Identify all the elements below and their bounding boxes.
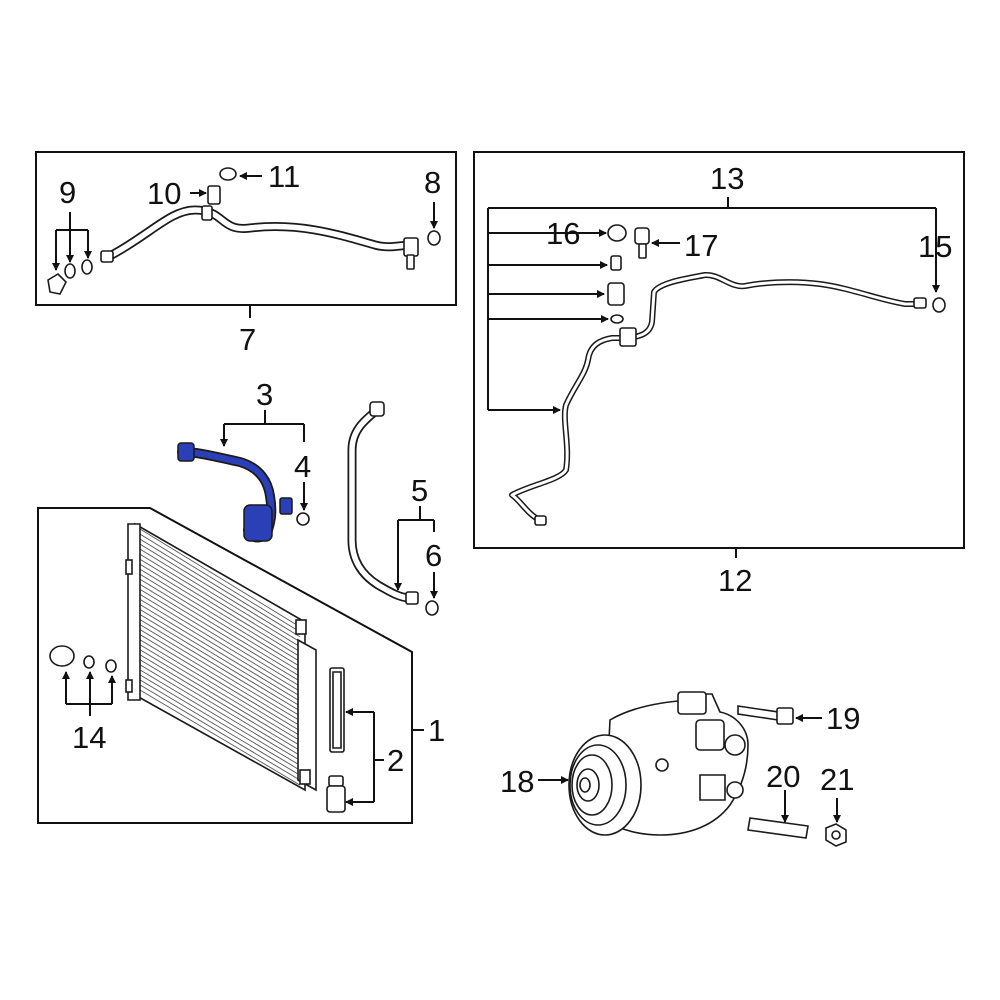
callout-18: 18 — [500, 764, 534, 799]
bolt-19-part[interactable] — [737, 705, 794, 725]
o-ring-set-9-part[interactable] — [47, 259, 93, 295]
callout-1: 1 — [428, 713, 445, 748]
condenser-fin — [139, 624, 301, 722]
callout-3: 3 — [256, 377, 273, 412]
liquid-line-part[interactable] — [509, 272, 927, 526]
condenser-fin — [139, 563, 301, 662]
discharge-hose-frame — [35, 151, 457, 306]
pressure-switch-17-part[interactable] — [634, 227, 650, 259]
callout-17: 17 — [684, 228, 718, 263]
condenser-fins — [139, 528, 301, 786]
o-ring-8-part[interactable] — [427, 230, 441, 246]
condenser-fin — [139, 543, 301, 643]
compressor-part[interactable] — [568, 691, 749, 836]
suction-pipe-part[interactable] — [347, 401, 419, 605]
service-cap-part[interactable] — [219, 167, 237, 181]
condenser-fin — [139, 548, 301, 648]
condenser-fin — [139, 684, 301, 781]
valve-body-part[interactable] — [607, 282, 625, 306]
condenser-fin — [139, 679, 301, 776]
condenser-fin — [139, 573, 301, 672]
receiver-dryer-part[interactable] — [329, 667, 345, 753]
liquid-line-group: 13 16 17 15 12 — [473, 151, 965, 598]
condenser-fin — [139, 558, 301, 657]
callout-4: 4 — [294, 449, 311, 484]
condenser-fin — [139, 619, 301, 717]
callout-9: 9 — [59, 175, 76, 210]
callout-20: 20 — [766, 759, 800, 794]
o-ring-6-part[interactable] — [425, 600, 439, 616]
condenser-fin — [139, 533, 301, 633]
condenser-fin — [139, 644, 301, 741]
callout-2: 2 — [387, 743, 404, 778]
callout-7: 7 — [239, 322, 256, 357]
condenser-fin — [139, 538, 301, 638]
callout-8: 8 — [424, 165, 441, 200]
suction-hose-group: 3 4 — [177, 377, 311, 543]
callout-5: 5 — [411, 473, 428, 508]
condenser-fin — [139, 568, 301, 667]
condenser-fin — [139, 649, 301, 746]
service-valve-part[interactable] — [207, 185, 221, 205]
condenser-fin — [139, 639, 301, 736]
suction-pipe-group: 5 6 — [347, 401, 442, 616]
condenser-fin — [139, 584, 301, 682]
condenser-fin — [139, 689, 301, 786]
condenser-fin — [139, 578, 301, 677]
condenser-fin — [139, 609, 301, 707]
condenser-fin — [139, 604, 301, 702]
condenser-part[interactable] — [125, 522, 317, 792]
condenser-fin — [139, 528, 301, 628]
callout-13: 13 — [710, 161, 744, 196]
condenser-fin — [139, 599, 301, 697]
valve-core-part[interactable] — [610, 255, 622, 271]
condenser-fin — [139, 664, 301, 761]
callout-6: 6 — [425, 538, 442, 573]
condenser-fin — [139, 659, 301, 756]
condenser-fin — [139, 629, 301, 727]
o-ring-part[interactable] — [610, 314, 624, 324]
callout-15: 15 — [918, 229, 952, 264]
callout-16: 16 — [546, 216, 580, 251]
condenser-frame — [37, 507, 413, 824]
compressor-group: 18 19 20 21 — [500, 691, 860, 847]
condenser-fin — [139, 614, 301, 712]
discharge-hose-part[interactable] — [100, 205, 419, 270]
condenser-fin — [139, 594, 301, 692]
condenser-fin — [139, 669, 301, 766]
cap-16-part[interactable] — [607, 224, 627, 242]
highlighted-hose-block — [243, 504, 273, 542]
dryer-plug-part[interactable] — [326, 775, 346, 813]
plug-set-14-part[interactable] — [49, 645, 117, 673]
highlighted-hose-fitting — [177, 442, 195, 462]
condenser-fin — [139, 589, 301, 687]
condenser-fin — [139, 553, 301, 652]
condenser-fin — [139, 674, 301, 771]
callout-12: 12 — [718, 563, 752, 598]
callout-14: 14 — [72, 720, 106, 755]
suction-hose-part-highlighted[interactable] — [177, 442, 293, 543]
discharge-hose-group: 9 10 11 8 7 — [35, 151, 457, 357]
nut-21-part[interactable] — [825, 823, 847, 847]
callout-10: 10 — [147, 176, 181, 211]
o-ring-4-part[interactable] — [296, 512, 310, 526]
stud-20-part[interactable] — [747, 817, 809, 839]
callout-19: 19 — [826, 701, 860, 736]
condenser-fin — [139, 654, 301, 751]
o-ring-15-part[interactable] — [932, 297, 946, 313]
callout-21: 21 — [820, 762, 854, 797]
liquid-line-frame — [473, 151, 965, 549]
callout-11: 11 — [268, 159, 300, 194]
highlighted-hose-end — [279, 497, 293, 515]
condenser-fin — [139, 634, 301, 732]
condenser-group: 1 2 14 — [37, 507, 445, 824]
